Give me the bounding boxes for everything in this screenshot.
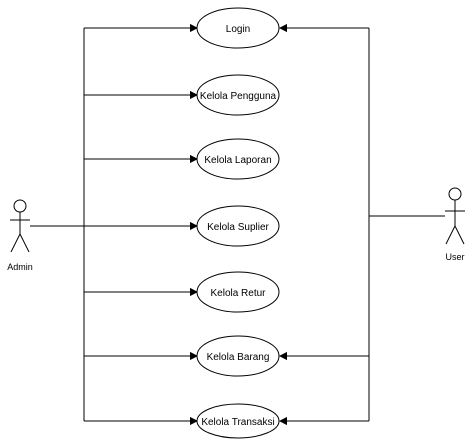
use-case-kelola-transaksi: Kelola Transaksi — [196, 403, 280, 439]
use-case-kelola-suplier-label: Kelola Suplier — [207, 222, 269, 233]
user-actor-right-leg — [454, 225, 465, 245]
use-case-kelola-barang-ellipse — [196, 335, 280, 377]
use-case-kelola-suplier-ellipse — [196, 205, 280, 247]
admin-actor: Admin — [7, 199, 33, 272]
user-actor-head — [448, 187, 462, 201]
use-case-login-label: Login — [226, 24, 250, 35]
use-case-kelola-pengguna-ellipse — [196, 74, 280, 116]
use-case-kelola-transaksi-ellipse — [196, 403, 280, 439]
user-actor-label: User — [445, 252, 464, 262]
admin-actor-label: Admin — [7, 262, 33, 272]
use-case-kelola-retur: Kelola Retur — [196, 271, 280, 313]
user-actor-left-leg — [445, 225, 456, 245]
use-case-kelola-laporan: Kelola Laporan — [196, 138, 280, 180]
use-case-kelola-retur-ellipse — [196, 271, 280, 313]
admin-connectors — [30, 28, 197, 421]
use-case-kelola-retur-label: Kelola Retur — [210, 288, 266, 299]
user-actor: User — [445, 187, 465, 262]
use-case-kelola-pengguna: Kelola Pengguna — [196, 74, 280, 116]
use-case-kelola-barang: Kelola Barang — [196, 335, 280, 377]
use-case-kelola-laporan-label: Kelola Laporan — [204, 155, 271, 166]
use-case-kelola-laporan-ellipse — [196, 138, 280, 180]
use-case-login: Login — [196, 7, 280, 49]
use-case-kelola-pengguna-label: Kelola Pengguna — [200, 91, 277, 102]
use-case-kelola-barang-label: Kelola Barang — [207, 352, 270, 363]
admin-actor-head — [13, 199, 27, 213]
use-case-kelola-transaksi-label: Kelola Transaksi — [201, 417, 274, 428]
use-case-kelola-suplier: Kelola Suplier — [196, 205, 280, 247]
user-connectors — [280, 28, 445, 421]
admin-actor-left-leg — [10, 233, 21, 253]
admin-actor-right-leg — [19, 233, 30, 253]
use-case-login-ellipse — [196, 7, 280, 49]
